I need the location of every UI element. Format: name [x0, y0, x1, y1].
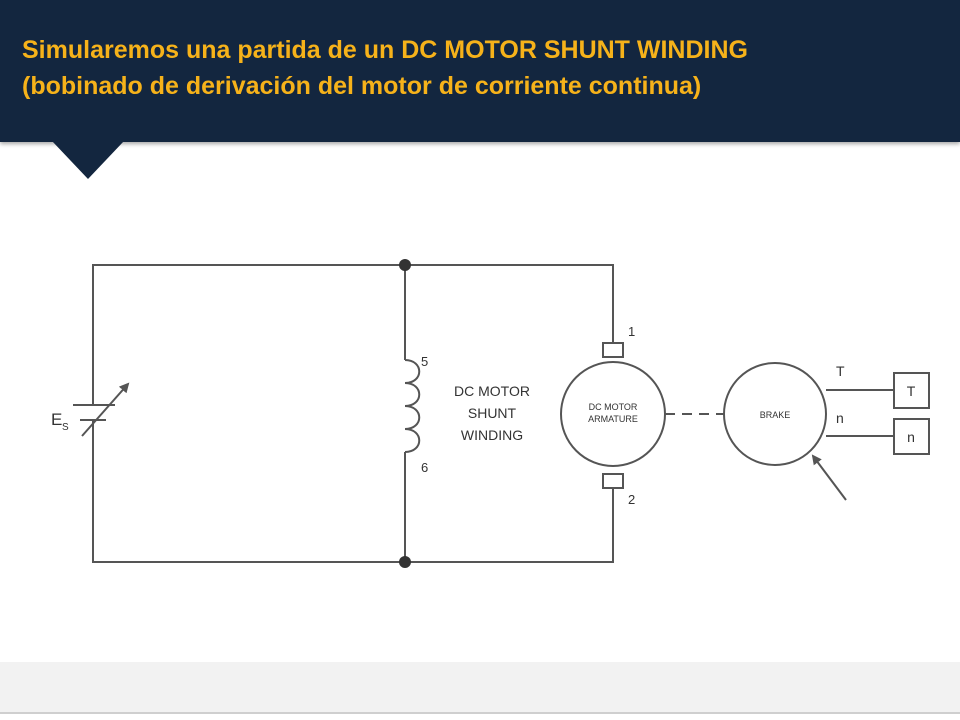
variable-dc-source: [73, 382, 130, 437]
footer-band: [0, 662, 960, 712]
speed-meter-box: [893, 418, 930, 455]
brake-adjust-arrow: [811, 454, 847, 501]
title-pointer: [52, 141, 124, 179]
armature-brush-top: [602, 342, 624, 358]
shunt-label-line1: DC MOTOR: [454, 383, 530, 399]
shunt-label-line2: SHUNT: [468, 405, 517, 421]
brake-circle: [723, 362, 827, 466]
torque-meter-box: [893, 372, 930, 409]
source-label: E: [51, 410, 62, 429]
speed-lead-label: n: [836, 410, 844, 426]
brake-label: BRAKE: [760, 410, 791, 420]
torque-lead-label: T: [836, 363, 845, 379]
title-line-1: Simularemos una partida de un DC MOTOR S…: [22, 36, 748, 64]
wire-top: [92, 264, 614, 405]
slide-title: Simularemos una partida de un DC MOTOR S…: [22, 32, 952, 104]
wire-bottom: [92, 420, 614, 563]
shunt-coil: [404, 359, 421, 453]
armature-label-line2: ARMATURE: [588, 414, 638, 424]
title-bar: Simularemos una partida de un DC MOTOR S…: [0, 0, 960, 142]
armature-label-line1: DC MOTOR: [589, 402, 638, 412]
armature-terminal-2: 2: [628, 492, 635, 507]
shunt-terminal-5: 5: [421, 354, 428, 369]
speed-meter-label: n: [907, 429, 915, 445]
junction-dot-top: [399, 259, 411, 271]
shunt-terminal-6: 6: [421, 460, 428, 475]
armature-terminal-1: 1: [628, 324, 635, 339]
armature-brush-bottom: [602, 473, 624, 489]
shunt-label-line3: WINDING: [461, 427, 523, 443]
title-line-2: (bobinado de derivación del motor de cor…: [22, 72, 702, 100]
junction-dot-bottom: [399, 556, 411, 568]
footer-divider: [0, 712, 960, 714]
source-subscript: S: [62, 422, 69, 433]
torque-meter-label: T: [907, 383, 916, 399]
